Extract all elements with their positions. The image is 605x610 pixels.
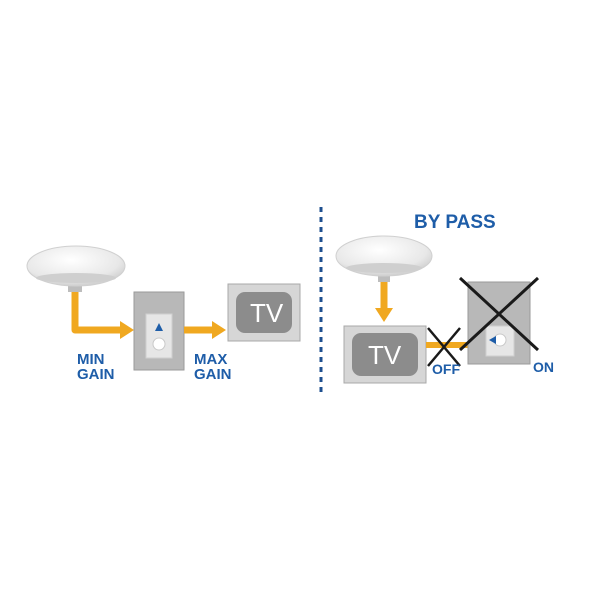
min-gain-line-2: GAIN [77,366,115,383]
arrow-icon [212,321,226,339]
max-gain-line-1: MAX [194,351,228,368]
cross-mark-icon [427,327,461,367]
max-gain-line-2: GAIN [194,366,232,383]
min-gain-line-1: MIN [77,351,105,368]
max-gain-label: MAX GAIN [194,352,232,382]
bypass-title: BY PASS [414,212,496,233]
arrow-icon [375,308,393,322]
tv-icon [227,283,301,342]
cable-antenna-to-amp [71,290,122,334]
cross-mark-icon [458,276,540,352]
on-label: ON [533,359,554,375]
tv-icon [343,325,427,384]
arrow-icon [120,321,134,339]
tv-label-left: TV [250,298,284,328]
antenna-dome-icon [26,245,126,292]
antenna-dome-icon [335,235,433,282]
tv-label-right: TV [368,340,402,370]
min-gain-label: MIN GAIN [77,352,115,382]
off-label: OFF [432,361,460,377]
amplifier-box-icon [133,291,185,371]
